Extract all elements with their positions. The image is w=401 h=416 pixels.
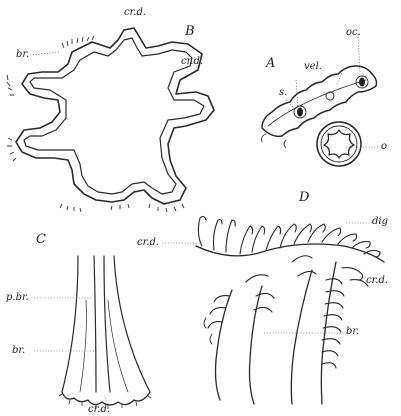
panel-a-label-s: s.: [279, 88, 287, 98]
panel-a-label-o: o: [381, 142, 387, 152]
panel-a-label-vel: vel.: [304, 62, 322, 72]
label-leader-lines: [30, 34, 384, 404]
panel-a-drawing: [262, 66, 377, 166]
panel-d-label-crd-left: cr.d.: [137, 238, 159, 248]
panel-a-label-oc: oc.: [346, 28, 361, 38]
panel-d-label-dig: dig: [372, 217, 388, 227]
panel-b-label-crd-top: cr.d.: [124, 8, 146, 18]
panel-d-label-crd-right: cr.d.: [366, 276, 388, 286]
panel-c-letter: C: [36, 233, 46, 246]
panel-b-letter: B: [185, 25, 195, 38]
panel-c-label-br: br.: [12, 346, 25, 356]
panel-c-label-pbr: p.br.: [6, 293, 29, 303]
panel-b-label-crd-right: cr.d.: [181, 57, 203, 67]
panel-a-oral-circle: [317, 122, 361, 166]
panel-d-letter: D: [299, 191, 309, 204]
panel-a-letter: A: [266, 57, 275, 70]
panel-d-drawing: [196, 216, 384, 404]
panel-c-drawing: [59, 256, 151, 409]
panel-c-label-crd: cr.d.: [88, 405, 110, 415]
panel-d-label-br: br.: [346, 327, 359, 337]
panel-b-label-br: br.: [16, 50, 29, 60]
